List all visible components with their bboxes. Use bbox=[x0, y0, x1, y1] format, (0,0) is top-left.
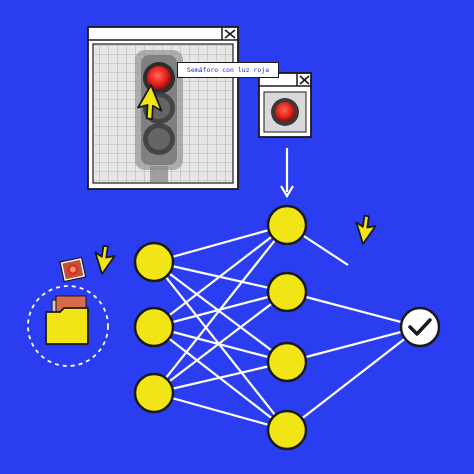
image-window bbox=[87, 26, 239, 190]
network-nodes bbox=[133, 204, 308, 451]
dataset-folder bbox=[27, 285, 109, 367]
input-node bbox=[133, 306, 175, 348]
input-node bbox=[133, 372, 175, 414]
thumbnail-window bbox=[258, 72, 312, 138]
check-icon bbox=[408, 318, 432, 336]
hidden-node bbox=[266, 341, 308, 383]
cursor-icon bbox=[355, 214, 377, 245]
image-caption: Semáforo con luz roja bbox=[177, 62, 279, 78]
folder-icon bbox=[45, 307, 89, 345]
close-icon bbox=[224, 29, 236, 39]
input-node bbox=[133, 241, 175, 283]
cursor-icon bbox=[137, 84, 163, 121]
traffic-light-image bbox=[135, 50, 183, 182]
down-arrow bbox=[280, 148, 294, 199]
hidden-node bbox=[266, 271, 308, 313]
cursor-icon bbox=[94, 244, 116, 275]
output-node bbox=[399, 306, 441, 348]
hidden-node bbox=[266, 204, 308, 246]
photo-thumbnail bbox=[59, 244, 116, 283]
network-edges bbox=[153, 223, 421, 432]
hidden-node bbox=[266, 409, 308, 451]
close-icon bbox=[299, 75, 310, 85]
